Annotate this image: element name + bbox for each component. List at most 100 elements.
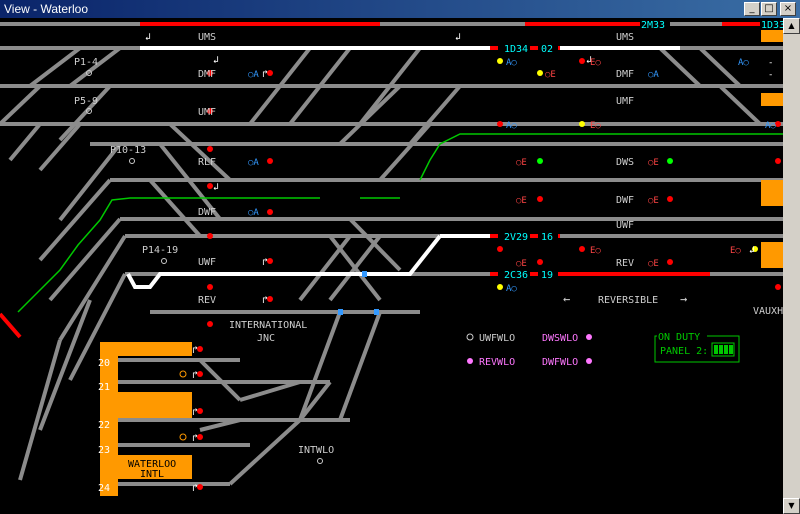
track-network (0, 22, 783, 486)
route-indicators: ↲ ↲ ↲ ↲ ↲ ↲ ↱ ↱ ↱ ↱ ↱ ↱ ↱ ↱ (145, 32, 755, 494)
svg-text:E○: E○ (730, 246, 741, 256)
svg-text:24: 24 (98, 483, 110, 494)
svg-text:WATERLOO: WATERLOO (128, 459, 176, 470)
svg-text:○A: ○A (248, 208, 259, 218)
vertical-scrollbar[interactable]: ▲ ▼ (783, 18, 800, 514)
buffer-stops (114, 347, 117, 489)
svg-text:1D33: 1D33 (761, 20, 783, 31)
route-indicator-icon: ↲ (145, 32, 151, 43)
window-titlebar: View - Waterloo _ □ × (0, 0, 800, 18)
location-markers (86, 70, 323, 464)
svg-text:21: 21 (98, 382, 110, 393)
svg-text:UWF: UWF (616, 220, 634, 231)
svg-text:E○: E○ (590, 246, 601, 256)
route-indicator-icon: ↲ (213, 55, 219, 66)
route-indicator-icon: ↲ (749, 245, 755, 256)
svg-text:A○: A○ (765, 121, 776, 131)
svg-text:A○: A○ (506, 284, 517, 294)
berth-ids: 2M33 1D33 1D34 02 2V29 16 2C36 19 (504, 20, 783, 281)
svg-text:REVERSIBLE: REVERSIBLE (598, 295, 658, 306)
svg-text:A○: A○ (506, 121, 517, 131)
svg-text:REVWLO: REVWLO (479, 357, 515, 368)
svg-text:○E: ○E (516, 158, 527, 168)
line-status-legend: UWFWLO DWSWLO REVWLO DWFWLO (466, 333, 592, 368)
route-indicator-icon: ↲ (455, 32, 461, 43)
svg-text:E○: E○ (590, 58, 601, 68)
svg-text:DMF: DMF (616, 69, 634, 80)
svg-text:2V29: 2V29 (504, 232, 528, 243)
scroll-down-icon[interactable]: ▼ (783, 498, 800, 514)
route-indicator-icon: ↱ (192, 345, 198, 356)
svg-text:DWFWLO: DWFWLO (542, 357, 578, 368)
route-indicator-icon: ↲ (586, 55, 592, 66)
route-indicator-icon: ↱ (192, 407, 198, 418)
svg-text:REV: REV (616, 258, 634, 269)
set-route (126, 46, 680, 289)
track-circuit-markers (338, 271, 379, 315)
maximize-button[interactable]: □ (761, 2, 777, 16)
svg-text:UMS: UMS (198, 32, 216, 43)
route-indicator-icon: ↱ (192, 483, 198, 494)
route-indicator-icon: ↱ (262, 69, 268, 80)
area-label-international: INTERNATIONAL (229, 320, 307, 331)
area-label-p1-4: P1-4 (74, 57, 98, 68)
close-button[interactable]: × (780, 2, 796, 16)
svg-text:22: 22 (98, 420, 110, 431)
svg-text:UMS: UMS (616, 32, 634, 43)
window-title: View - Waterloo (4, 2, 89, 16)
svg-text:A○: A○ (738, 58, 749, 68)
svg-text:A○: A○ (506, 58, 517, 68)
minimize-button[interactable]: _ (744, 2, 760, 16)
svg-text:RLF: RLF (198, 157, 216, 168)
route-indicator-icon: ↱ (262, 295, 268, 306)
svg-text:○E: ○E (648, 259, 659, 269)
area-label-vauxh: VAUXH (753, 306, 783, 317)
platforms (100, 30, 783, 496)
berth-displays (498, 18, 783, 280)
duty-panel: ON DUTY PANEL 2: (654, 331, 740, 363)
svg-text:16: 16 (541, 232, 553, 243)
svg-text:←: ← (563, 292, 570, 306)
svg-text:-: - (768, 70, 773, 80)
svg-text:-: - (768, 58, 773, 68)
svg-text:REV: REV (198, 295, 216, 306)
svg-text:19: 19 (541, 270, 553, 281)
signals (179, 58, 781, 490)
line-labels: UMS DMF UMF RLF DWF UWF REV UMS DMF UMF … (198, 32, 687, 306)
scroll-up-icon[interactable]: ▲ (783, 18, 800, 34)
area-label-p10-13: P10-13 (110, 145, 146, 156)
svg-text:DWSWLO: DWSWLO (542, 333, 578, 344)
svg-text:2C36: 2C36 (504, 270, 528, 281)
svg-text:E○: E○ (590, 121, 601, 131)
svg-text:DWF: DWF (198, 207, 216, 218)
platform-numbers: 20 21 22 23 24 (98, 358, 110, 494)
svg-text:○E: ○E (545, 70, 556, 80)
signalling-panel[interactable]: ↲ ↲ ↲ ↲ ↲ ↲ ↱ ↱ ↱ ↱ ↱ ↱ ↱ ↱ ○A ○A ○A A○ … (0, 18, 783, 514)
terminal-label: WATERLOO INTL (128, 459, 176, 480)
svg-text:○E: ○E (516, 196, 527, 206)
svg-text:DWF: DWF (616, 195, 634, 206)
svg-text:2M33: 2M33 (641, 20, 665, 31)
svg-text:→: → (680, 292, 687, 306)
svg-text:○E: ○E (648, 196, 659, 206)
svg-text:ON DUTY: ON DUTY (658, 332, 700, 343)
route-indicator-icon: ↲ (213, 182, 219, 193)
svg-text:23: 23 (98, 445, 110, 456)
svg-text:UWFWLO: UWFWLO (479, 333, 515, 344)
track-diagram: ↲ ↲ ↲ ↲ ↲ ↲ ↱ ↱ ↱ ↱ ↱ ↱ ↱ ↱ ○A ○A ○A A○ … (0, 18, 783, 496)
green-overlap-track (17, 133, 783, 313)
area-label-intwlo: INTWLO (298, 445, 334, 456)
svg-text:PANEL 2:: PANEL 2: (660, 346, 708, 357)
svg-text:UWF: UWF (198, 257, 216, 268)
svg-text:02: 02 (541, 44, 553, 55)
svg-text:UMF: UMF (616, 96, 634, 107)
svg-text:○A: ○A (248, 70, 259, 80)
area-label-p5-9: P5-9 (74, 96, 98, 107)
svg-text:1D34: 1D34 (504, 44, 528, 55)
svg-text:DWS: DWS (616, 157, 634, 168)
area-label-p14-19: P14-19 (142, 245, 178, 256)
route-indicator-icon: ↱ (192, 370, 198, 381)
svg-text:○E: ○E (648, 158, 659, 168)
area-labels: P1-4 P5-9 P10-13 P14-19 INTERNATIONAL JN… (74, 57, 783, 456)
svg-text:20: 20 (98, 358, 110, 369)
